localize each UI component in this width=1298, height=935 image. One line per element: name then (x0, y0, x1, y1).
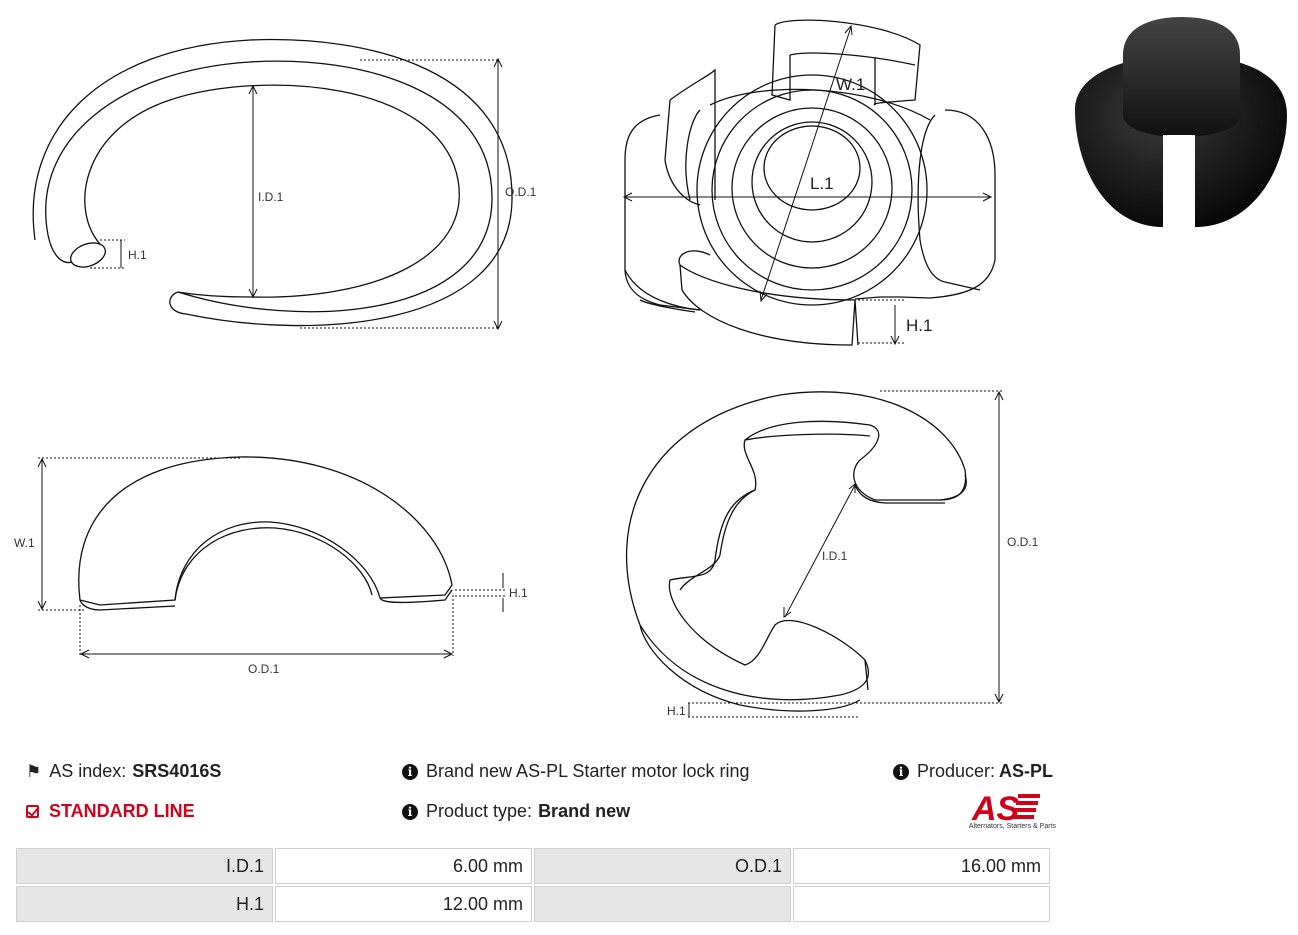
info-icon: i (402, 803, 418, 820)
table-row: I.D.1 6.00 mm O.D.1 16.00 mm (16, 848, 1050, 884)
description-text: Brand new AS-PL Starter motor lock ring (426, 761, 750, 781)
logo-subtitle: Alternators, Starters & Parts (968, 823, 1056, 830)
info-icon: i (893, 763, 909, 780)
product-type-label: Product type: (426, 801, 533, 821)
ring-id-label: I.D.1 (258, 190, 284, 204)
standard-line-label: STANDARD LINE (49, 801, 195, 821)
producer-value: AS-PL (999, 761, 1054, 781)
spec-table: I.D.1 6.00 mm O.D.1 16.00 mm H.1 12.00 m… (14, 846, 1052, 924)
technical-drawings: I.D.1 O.D.1 H.1 W.1 L.1 H (14, 19, 1039, 718)
spec-key (533, 886, 791, 922)
checkbox-icon (26, 805, 39, 818)
product-type: i Product type: Brand new (402, 801, 630, 822)
spec-value (792, 886, 1050, 922)
product-photo (1075, 17, 1287, 227)
ring-h-label: H.1 (128, 248, 147, 262)
table-row: H.1 12.00 mm (16, 886, 1050, 922)
clip-od-label: O.D.1 (1007, 535, 1039, 549)
product-description: i Brand new AS-PL Starter motor lock rin… (402, 761, 749, 782)
profile-od-label: O.D.1 (248, 662, 280, 676)
clip-id-label: I.D.1 (822, 549, 848, 563)
lock-h-label: H.1 (906, 316, 932, 335)
lock-w-label: W.1 (836, 75, 865, 94)
profile-drawing (37, 456, 505, 659)
profile-w-label: W.1 (14, 536, 35, 550)
spec-key: H.1 (16, 886, 273, 922)
clip-drawing (625, 390, 1004, 718)
spec-value: 16.00 mm (792, 848, 1050, 884)
lock-drawing (622, 19, 996, 346)
svg-text:AS: AS (971, 790, 1020, 828)
producer-label: Producer: (917, 761, 996, 781)
spec-value: 12.00 mm (274, 886, 532, 922)
profile-h-label: H.1 (509, 586, 528, 600)
lock-l-label: L.1 (810, 174, 834, 193)
ring-drawing (32, 38, 513, 331)
tags-icon: ⚑ (26, 761, 42, 781)
as-index-label: AS index: (49, 761, 127, 781)
as-index: ⚑ AS index: SRS4016S (26, 761, 221, 782)
clip-h-label: H.1 (667, 704, 686, 718)
spec-value: 6.00 mm (274, 848, 532, 884)
spec-key: I.D.1 (16, 848, 273, 884)
as-pl-logo: AS (971, 790, 1040, 828)
ring-od-label: O.D.1 (505, 185, 537, 199)
product-type-value: Brand new (538, 801, 631, 821)
producer: i Producer: AS-PL (893, 761, 1053, 782)
spec-key: O.D.1 (533, 848, 791, 884)
info-icon: i (402, 763, 418, 780)
standard-line: STANDARD LINE (26, 801, 195, 822)
as-index-value: SRS4016S (132, 761, 222, 781)
